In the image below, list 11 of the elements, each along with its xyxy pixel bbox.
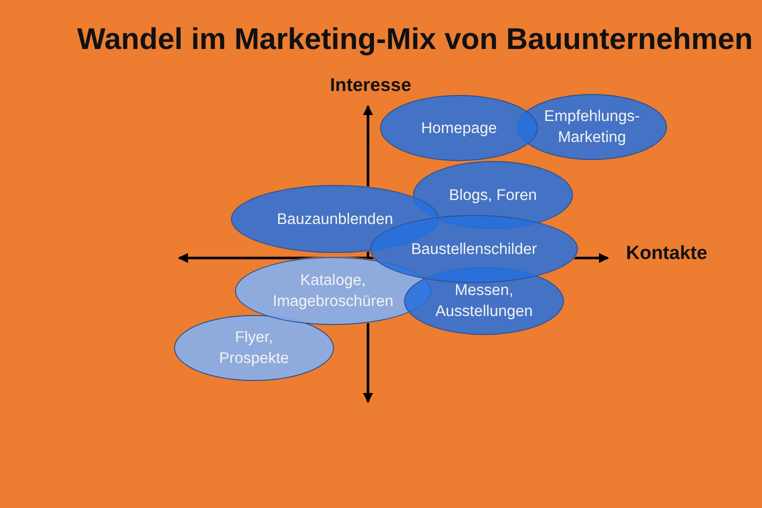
axis-label: Interesse [330, 74, 412, 96]
node-label: Flyer, Prospekte [218, 328, 290, 369]
node-label: Kataloge, Imagebroschüren [272, 271, 394, 312]
axis-label: Kontakte [626, 243, 708, 265]
node-label: Bauzaunblenden [276, 210, 394, 230]
node-label: Blogs, Foren [449, 186, 537, 206]
node-label: Messen, Ausstellungen [434, 281, 534, 322]
node-label: Homepage [421, 118, 497, 138]
node-label: Empfehlungs- Marketing [543, 107, 641, 148]
node-label: Baustellenschilder [411, 240, 537, 260]
diagram-title: Wandel im Marketing-Mix von Bauunternehmen [76, 22, 754, 58]
